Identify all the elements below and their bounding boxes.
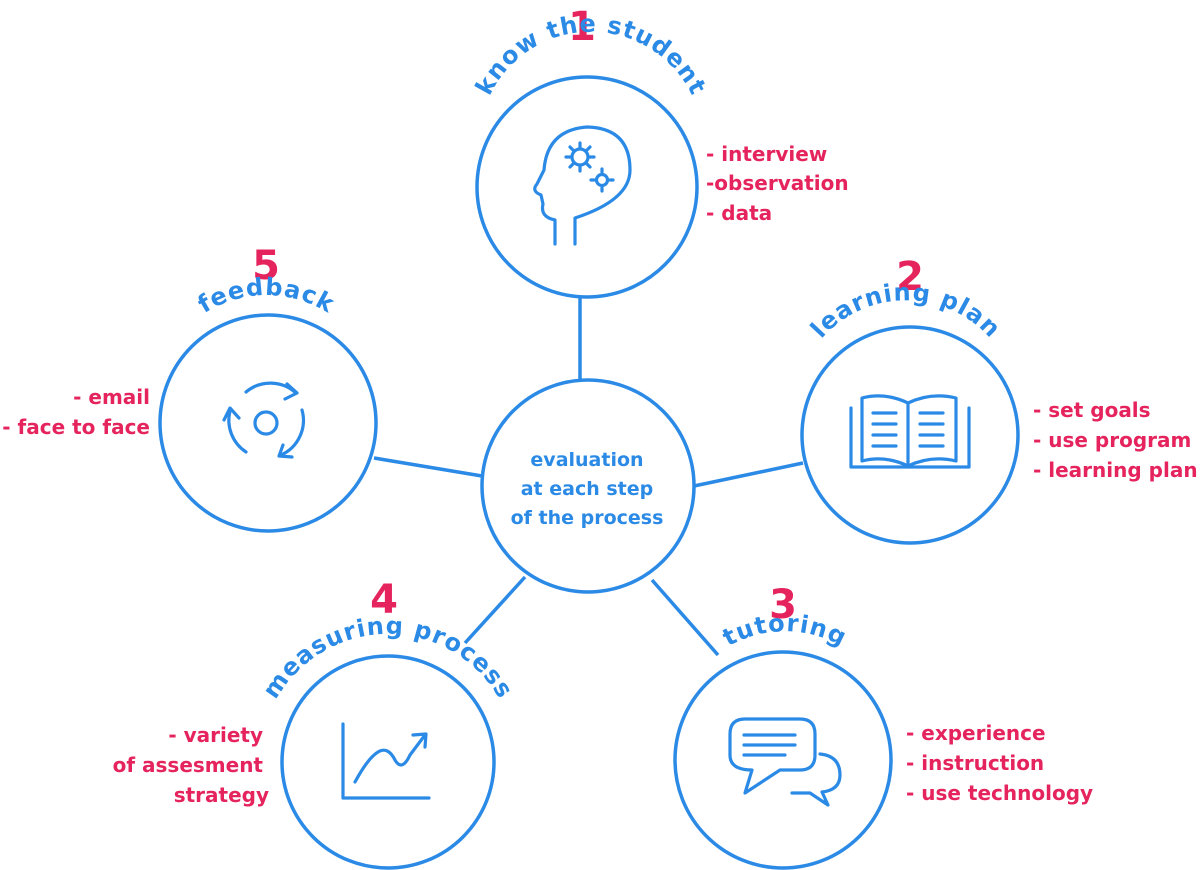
step-5-title: feedback — [193, 273, 340, 319]
step-1-item-1: - interview — [706, 142, 827, 166]
chat-bubbles-icon — [728, 717, 842, 807]
spoke-4 — [463, 575, 527, 645]
step-3: 3 tutoring - experience - instruction - … — [673, 582, 1093, 870]
step-2-item-2: - use program — [1033, 428, 1191, 452]
step-2: 2 learning plan - set goals - use progra… — [800, 254, 1198, 545]
step-5-number: 5 — [252, 243, 280, 289]
step-2-item-3: - learning plan — [1033, 458, 1198, 482]
spoke-3 — [650, 578, 720, 657]
step-2-item-1: - set goals — [1033, 398, 1151, 422]
spoke-2 — [693, 461, 804, 488]
spoke-5 — [373, 456, 483, 478]
step-5-item-2: - face to face — [2, 415, 150, 439]
step-5-item-1: - email — [73, 385, 150, 409]
refresh-cycle-icon — [222, 381, 306, 459]
step-1-item-3: - data — [706, 201, 772, 225]
step-2-number: 2 — [896, 254, 924, 300]
head-gears-icon — [533, 125, 632, 246]
center-line-1: evaluation — [530, 449, 643, 471]
center-line-3: of the process — [511, 507, 664, 529]
step-1: 1 know the student - interview -observat… — [470, 4, 849, 299]
growth-chart-icon — [341, 722, 431, 800]
step-4-item-2: of assesment — [113, 753, 264, 777]
step-4: 4 measuring process - variety of assesme… — [113, 577, 518, 870]
step-3-number: 3 — [769, 582, 797, 628]
center-line-2: at each step — [521, 478, 654, 500]
open-book-icon — [849, 394, 971, 469]
step-3-item-3: - use technology — [906, 781, 1093, 805]
step-1-item-2: -observation — [706, 171, 849, 195]
step-4-item-1: - variety — [168, 723, 263, 747]
step-1-number: 1 — [568, 4, 596, 50]
step-5: 5 feedback - email - face to face — [2, 243, 378, 533]
step-3-item-2: - instruction — [906, 751, 1044, 775]
step-3-title: tutoring — [718, 609, 851, 652]
center-node: evaluation at each step of the process — [480, 378, 696, 594]
step-4-item-3: strategy — [174, 783, 269, 807]
step-3-item-1: - experience — [906, 721, 1046, 745]
step-4-number: 4 — [370, 577, 398, 623]
